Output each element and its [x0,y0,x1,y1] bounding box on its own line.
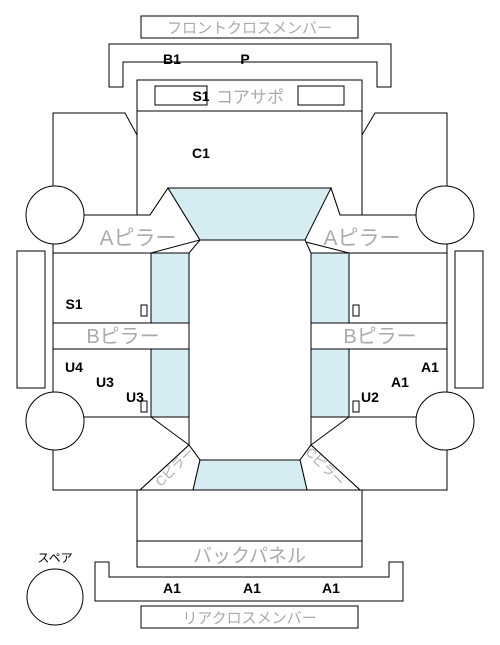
core-code-s1: S1 [192,88,209,104]
a-pillar-right-label: Aピラー [323,227,400,250]
spare-tire [26,568,84,626]
front-cross-member-label: フロントクロスメンバー [167,20,332,37]
rear-left-wheel [25,391,85,451]
right-code-a1-a: A1 [421,359,439,375]
b-pillar-right-label: Bピラー [343,326,416,348]
b-pillar-left-shape [52,322,190,350]
right-front-door-handle [352,304,360,317]
right-rear-window [310,348,350,418]
right-front-window [310,252,350,324]
right-code-a1-b: A1 [391,374,409,390]
back-panel-label: バックパネル [193,545,306,567]
front-left-wheel [25,185,85,245]
right-side-sill [454,250,484,389]
rear-cross-member-label: リアクロスメンバー [182,610,316,627]
headlight-right [297,85,345,106]
headlight-left [154,85,208,106]
rear-window [192,459,308,491]
left-code-s1: S1 [65,296,82,312]
front-code-b1: B1 [163,51,181,67]
front-bumper [108,43,392,88]
front-cross-member-box [140,15,359,39]
core-support-label: コアサポ [216,88,284,107]
left-front-window [150,252,190,324]
rear-code-a1-left: A1 [163,580,181,596]
roof [188,239,312,461]
left-side-sill [16,250,46,389]
right-rear-door-handle [352,400,360,413]
b-pillar-left-label: Bピラー [86,326,159,348]
rear-cross-member-box [140,605,359,629]
rear-code-a1-right: A1 [322,580,340,596]
rear-code-a1-center: A1 [243,580,261,596]
trunk [136,489,363,542]
left-code-u3-a: U3 [96,374,114,390]
hood-code-c1: C1 [192,145,210,161]
front-right-wheel [415,185,475,245]
right-code-u2: U2 [361,389,379,405]
rear-right-wheel [415,391,475,451]
a-pillar-left-label: Aピラー [99,227,176,250]
back-panel-box [136,540,363,568]
b-pillar-right-shape [310,322,448,350]
left-rear-door-handle [140,400,148,413]
left-rear-window [150,348,190,418]
left-front-door-handle [140,304,148,317]
spare-label: スペア [37,551,72,565]
left-code-u4: U4 [65,359,83,375]
left-code-u3-b: U3 [126,389,144,405]
rear-bumper [94,561,404,602]
front-code-p: P [240,51,249,67]
